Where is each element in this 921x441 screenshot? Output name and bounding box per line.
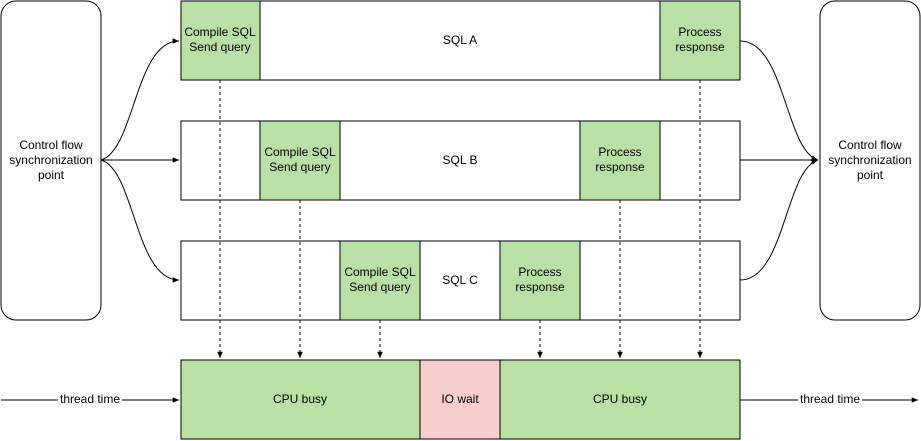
lane-b-compile-line2: Send query <box>269 160 330 174</box>
thread-timeline: CPU busy IO wait CPU busy <box>180 359 741 440</box>
thread-time-arrows: thread time thread time <box>1 391 918 407</box>
lane-a-frame <box>180 0 741 81</box>
cpu-busy-label-2: CPU busy <box>593 392 647 406</box>
sync-node-left: Control flow synchronization point <box>0 0 102 321</box>
lane-c-process-line1: Process <box>518 265 561 279</box>
lane-a-compile-box <box>180 0 261 81</box>
lane-a-compile-line1: Compile SQL <box>184 25 256 39</box>
lane-c-compile-line1: Compile SQL <box>344 265 416 279</box>
io-wait-label: IO wait <box>441 392 479 406</box>
lane-sql-b: Compile SQL Send query SQL B Process res… <box>180 120 741 201</box>
lane-b-compile-box <box>259 120 341 201</box>
sync-node-right: Control flow synchronization point <box>819 0 921 321</box>
sync-right-line1: Control flow <box>838 138 902 152</box>
thread-time-label-out: thread time <box>800 392 860 406</box>
lane-a-process-line2: response <box>675 40 725 54</box>
projection-arrows <box>217 80 703 358</box>
lane-a-compile-line2: Send query <box>189 40 250 54</box>
arrow-left-to-a <box>100 38 180 161</box>
lane-sql-a: Compile SQL Send query SQL A Process res… <box>180 0 741 81</box>
arrow-c-to-right <box>739 159 819 281</box>
arrow-a-to-right <box>739 40 819 161</box>
lane-a-sql-label: SQL A <box>443 33 477 47</box>
arrow-left-to-c <box>100 159 180 283</box>
lane-b-compile-line1: Compile SQL <box>264 145 336 159</box>
sync-right-line3: point <box>857 168 884 182</box>
lane-b-process-line2: response <box>595 160 645 174</box>
io-wait-block <box>419 359 501 440</box>
lane-c-process-line2: response <box>515 280 565 294</box>
fan-in-arrows <box>739 40 819 281</box>
lane-a-process-line1: Process <box>678 25 721 39</box>
lane-sql-c: Compile SQL Send query SQL C Process res… <box>180 240 741 321</box>
sync-left-line2: synchronization <box>9 153 92 167</box>
sync-left-line3: point <box>38 168 65 182</box>
lane-c-compile-line2: Send query <box>349 280 410 294</box>
lane-c-sql-label: SQL C <box>442 273 478 287</box>
lane-c-compile-box <box>339 240 421 321</box>
cpu-busy-block-2 <box>499 359 741 440</box>
sync-right-line2: synchronization <box>828 153 911 167</box>
cpu-busy-label-1: CPU busy <box>273 392 327 406</box>
lane-b-sql-label: SQL B <box>443 153 478 167</box>
sync-left-line1: Control flow <box>19 138 83 152</box>
lane-c-frame <box>180 240 741 321</box>
lane-b-process-box <box>579 120 661 201</box>
fan-out-arrows <box>100 38 180 283</box>
cpu-busy-block-1 <box>180 359 421 440</box>
lane-b-process-line1: Process <box>598 145 641 159</box>
thread-time-label-in: thread time <box>60 392 120 406</box>
